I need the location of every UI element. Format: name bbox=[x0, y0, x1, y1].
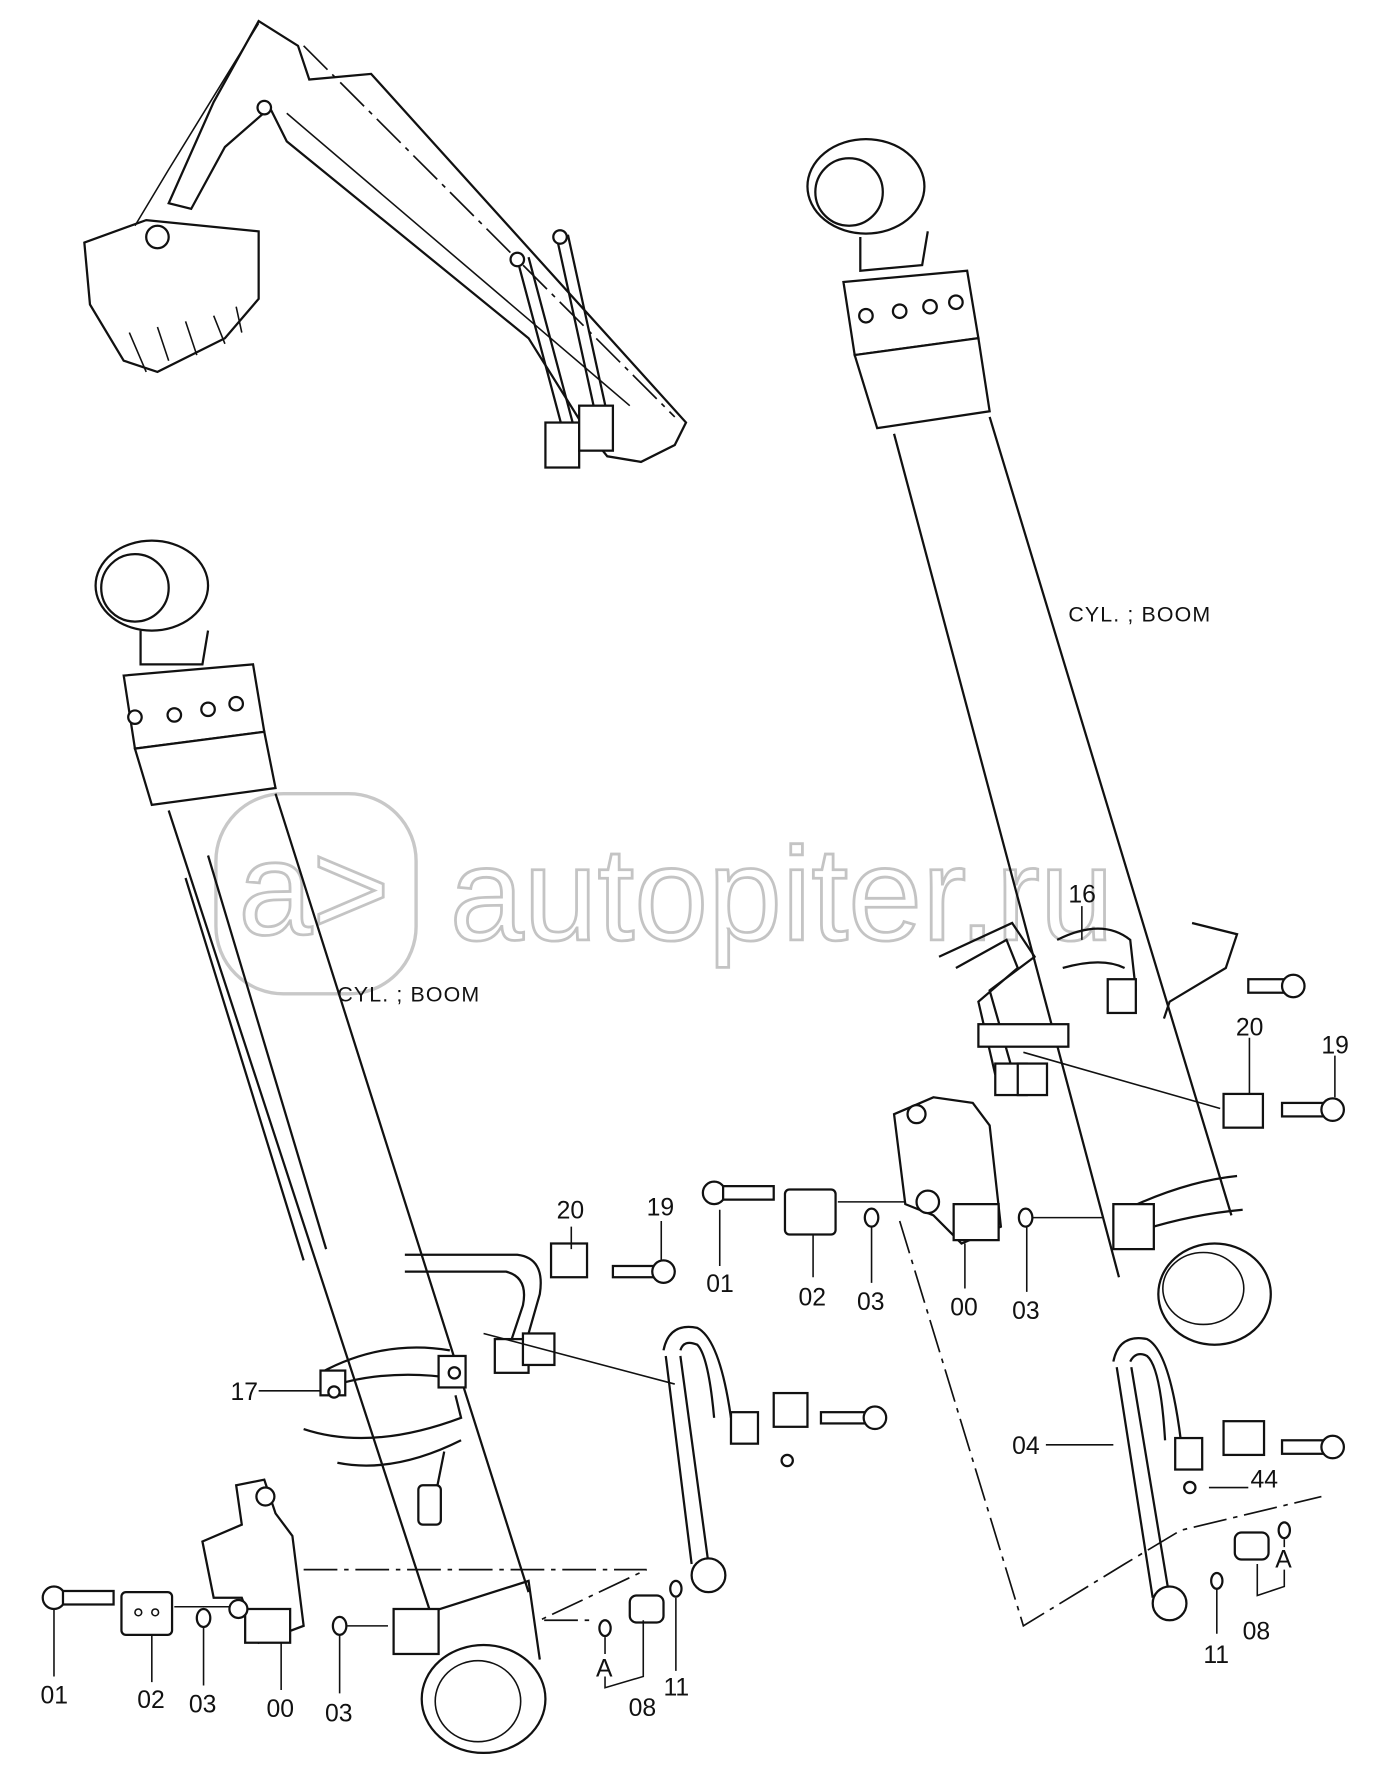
callout-04: 04 bbox=[1012, 1433, 1040, 1460]
excavator-overview-illustration bbox=[83, 19, 688, 469]
callout-16: 16 bbox=[1068, 882, 1096, 909]
callout-00: 00 bbox=[950, 1294, 978, 1321]
callout-01: 01 bbox=[706, 1271, 734, 1298]
callout-03: 03 bbox=[857, 1289, 885, 1316]
callout-19: 19 bbox=[647, 1194, 675, 1221]
left-callouts: 20 19 17 07 44 01 02 03 00 03 A 08 11 bbox=[40, 1194, 690, 1727]
right-cylinder-caption: CYL. ; BOOM bbox=[1068, 603, 1211, 627]
callout-19: 19 bbox=[1321, 1032, 1349, 1059]
callout-44: 44 bbox=[1251, 1467, 1279, 1494]
watermark-logo-glyph: a> bbox=[238, 815, 389, 963]
callout-20: 20 bbox=[1236, 1014, 1264, 1041]
callout-17: 17 bbox=[231, 1379, 259, 1406]
callout-02: 02 bbox=[137, 1687, 165, 1714]
callout-01: 01 bbox=[40, 1682, 68, 1709]
left-boom-cylinder bbox=[41, 539, 888, 1755]
callout-03: 03 bbox=[189, 1691, 217, 1718]
watermark-text: autopiter.ru bbox=[450, 821, 1114, 969]
callout-03: 03 bbox=[1012, 1298, 1040, 1325]
callout-A: A bbox=[1275, 1546, 1292, 1573]
callout-20: 20 bbox=[557, 1198, 585, 1225]
callout-08: 08 bbox=[629, 1695, 657, 1722]
right-callouts: 16 20 19 01 02 03 00 03 04 44 11 A 08 bbox=[706, 882, 1349, 1669]
callout-02: 02 bbox=[798, 1284, 826, 1311]
callout-A: A bbox=[596, 1655, 613, 1682]
callout-00: 00 bbox=[267, 1696, 295, 1723]
right-boom-cylinder bbox=[701, 138, 1346, 1628]
watermark: a> autopiter.ru bbox=[214, 791, 1115, 996]
callout-08: 08 bbox=[1243, 1618, 1271, 1645]
callout-11: 11 bbox=[1203, 1642, 1229, 1669]
callout-03: 03 bbox=[325, 1700, 353, 1727]
left-cylinder-caption: CYL. ; BOOM bbox=[337, 983, 480, 1007]
callout-11: 11 bbox=[664, 1675, 690, 1702]
